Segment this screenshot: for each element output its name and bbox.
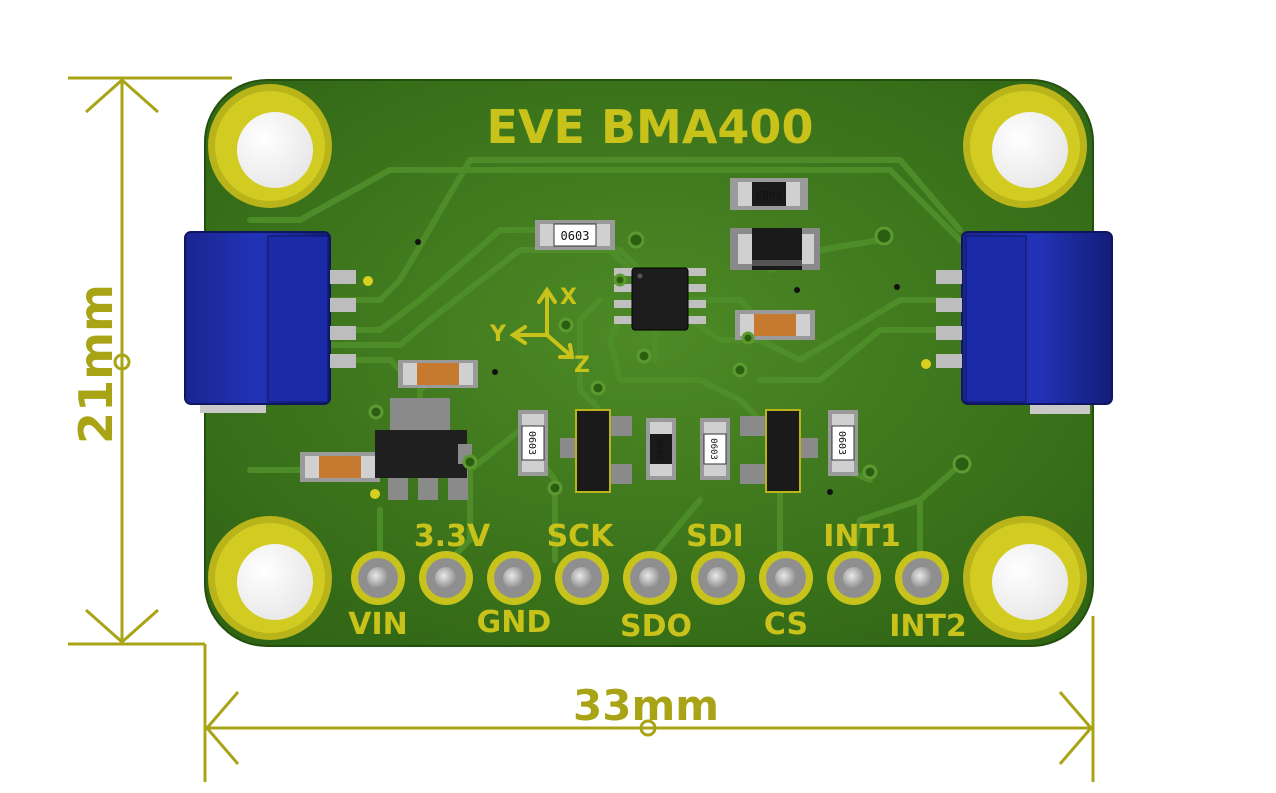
resistor-vertical-1: 0603 (518, 410, 548, 476)
header-pin (351, 551, 405, 605)
mounting-hole-bottom-right (963, 516, 1087, 640)
axis-indicator (509, 286, 575, 359)
voltage-regulator (370, 398, 472, 500)
board-title: EVE BMA400 (487, 100, 814, 154)
mosfet-right (740, 409, 818, 493)
pin-label-vin: VIN (348, 607, 408, 642)
vias (368, 226, 972, 496)
header-pins (351, 551, 949, 605)
axis-label-x: X (560, 285, 577, 310)
bma400-chip (614, 267, 706, 331)
pin-label-cs: CS (764, 607, 808, 642)
header-pin (691, 551, 745, 605)
small-vias (415, 239, 900, 495)
pin-label-int1: INT1 (823, 519, 901, 554)
pin-label-sdi: SDI (686, 519, 744, 554)
height-dimension (68, 76, 232, 646)
resistor-vertical-4: 0603 (828, 410, 858, 476)
mounting-hole-top-left (208, 84, 332, 208)
resistor-label: 0603 (561, 229, 590, 243)
header-pin (555, 551, 609, 605)
header-pin (487, 551, 541, 605)
capacitor-left-upper (398, 360, 478, 388)
capacitor-left-lower (300, 452, 380, 482)
mounting-hole-top-right (963, 84, 1087, 208)
pin-label-int2: INT2 (889, 609, 967, 644)
header-pin (623, 551, 677, 605)
height-dimension-marker (113, 353, 131, 371)
axis-label-y: Y (489, 322, 507, 347)
header-pin (827, 551, 881, 605)
resistor-vertical-3: 0603 (700, 418, 730, 480)
pin-label-3v3: 3.3V (414, 519, 491, 554)
width-dimension (203, 616, 1095, 782)
resistor-label: 0603 (526, 431, 537, 455)
capacitor-right (735, 310, 815, 340)
resistor-label: 0603 (836, 431, 847, 455)
resistor-label: 0603 (708, 438, 718, 460)
pin-label-sck: SCK (547, 519, 616, 554)
resistor-label: 0603 (654, 438, 664, 460)
resistor-vertical-2: 0603 (646, 418, 676, 480)
mounting-hole-bottom-left (208, 516, 332, 640)
pin-label-sdo: SDO (620, 609, 692, 644)
diode (730, 228, 820, 270)
right-connector (921, 231, 1113, 414)
pin-label-gnd: GND (477, 605, 552, 640)
axis-label-z: Z (574, 353, 590, 378)
left-connector (184, 231, 373, 413)
resistor-label: 0603 (756, 188, 783, 201)
header-pin (895, 551, 949, 605)
header-pin (759, 551, 813, 605)
resistor-upper-left: 0603 (535, 220, 615, 250)
header-pin (419, 551, 473, 605)
mosfet-left (560, 409, 632, 493)
width-dimension-marker (639, 719, 657, 737)
resistor-top-right: 0603 (730, 178, 808, 210)
